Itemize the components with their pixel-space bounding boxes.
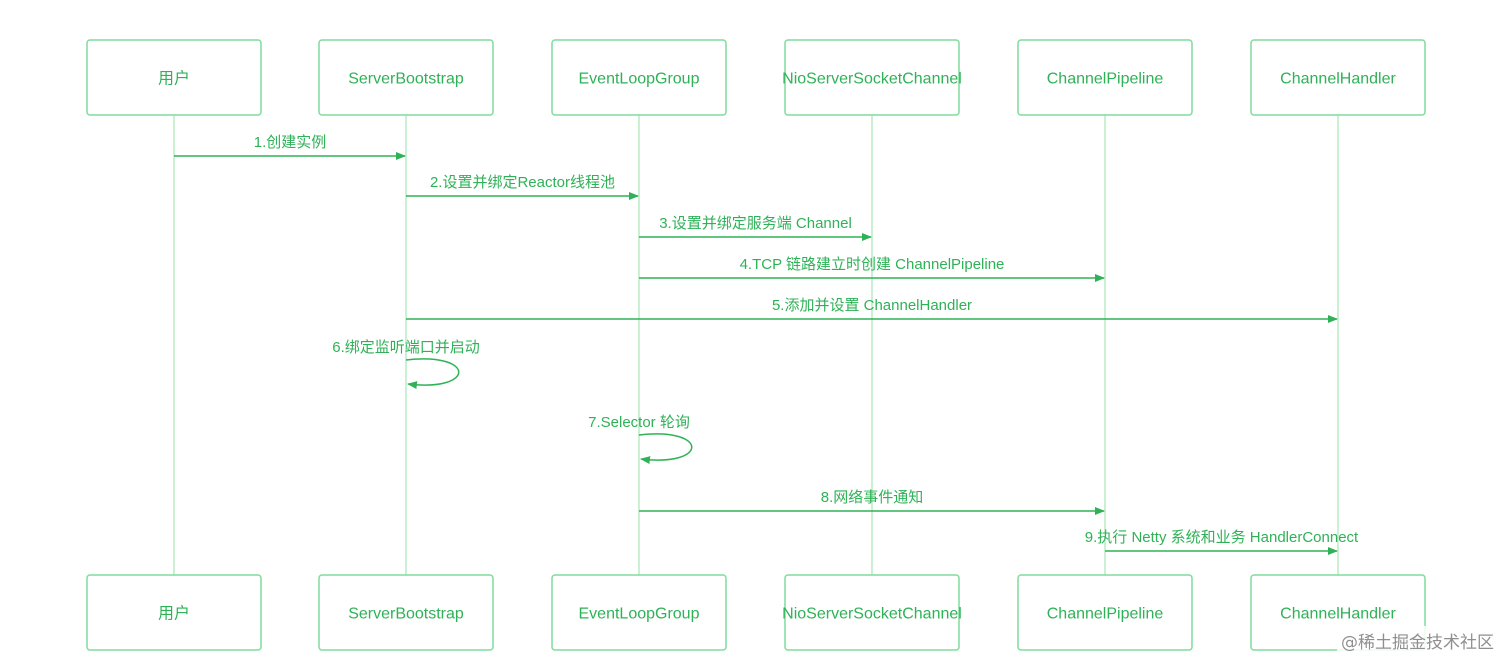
actor-label: NioServerSocketChannel — [782, 606, 962, 623]
actor-box-top-niochannel: NioServerSocketChannel — [782, 39, 962, 116]
actor-box-top-bootstrap: ServerBootstrap — [318, 39, 494, 116]
message-8: 8.网络事件通知 — [639, 489, 1105, 515]
actor-label: ServerBootstrap — [348, 606, 464, 623]
actor-box-frame — [318, 574, 494, 651]
message-7: 7.Selector 轮询 — [588, 414, 693, 465]
actor-box-frame — [551, 574, 727, 651]
message-label: 6.绑定监听端口并启动 — [332, 339, 480, 356]
actor-label: ChannelPipeline — [1047, 71, 1164, 88]
actor-box-frame — [1017, 574, 1193, 651]
actor-label: NioServerSocketChannel — [782, 71, 962, 88]
actor-box-bottom-pipeline: ChannelPipeline — [1017, 574, 1193, 651]
message-label: 7.Selector 轮询 — [588, 414, 690, 431]
actor-box-bottom-bootstrap: ServerBootstrap — [318, 574, 494, 651]
bottom-actor-row: 用户 ServerBootstrap EventLoopGroup NioServer… — [86, 574, 1426, 651]
message-label: 4.TCP 链路建立时创建 ChannelPipeline — [740, 256, 1005, 273]
actor-box-frame — [784, 574, 960, 651]
messages: 1.创建实例 2.设置并绑定Reactor线程池 3.设置并绑定服务端 Channe… — [174, 134, 1359, 555]
actor-label: EventLoopGroup — [579, 71, 700, 88]
message-label: 2.设置并绑定Reactor线程池 — [430, 174, 615, 191]
actor-box-frame — [318, 39, 494, 116]
actor-box-top-eventloop: EventLoopGroup — [551, 39, 727, 116]
actor-box-frame — [551, 39, 727, 116]
actor-box-frame — [1017, 39, 1193, 116]
actor-label: 用户 — [158, 605, 190, 623]
actor-label: ChannelPipeline — [1047, 606, 1164, 623]
message-label: 9.执行 Netty 系统和业务 HandlerConnect — [1085, 529, 1359, 546]
actor-box-frame — [784, 39, 960, 116]
actor-box-bottom-user: 用户 — [86, 574, 262, 651]
self-call-arrow — [405, 358, 460, 390]
message-label: 5.添加并设置 ChannelHandler — [772, 297, 972, 314]
actor-label: EventLoopGroup — [579, 606, 700, 623]
actor-label: ServerBootstrap — [348, 71, 464, 88]
message-9: 9.执行 Netty 系统和业务 HandlerConnect — [1085, 529, 1359, 555]
actor-box-top-user: 用户 — [86, 39, 262, 116]
actor-box-bottom-eventloop: EventLoopGroup — [551, 574, 727, 651]
actor-box-frame — [86, 574, 262, 651]
actor-box-top-pipeline: ChannelPipeline — [1017, 39, 1193, 116]
message-1: 1.创建实例 — [174, 134, 406, 160]
top-actor-row: 用户 ServerBootstrap EventLoopGroup NioServer… — [86, 39, 1426, 116]
lifelines — [173, 115, 1339, 575]
actor-label: ChannelHandler — [1280, 71, 1396, 88]
message-label: 3.设置并绑定服务端 Channel — [659, 215, 852, 232]
self-call-arrow — [638, 433, 693, 465]
message-3: 3.设置并绑定服务端 Channel — [639, 215, 872, 241]
actor-label: ChannelHandler — [1280, 606, 1396, 623]
actor-box-frame — [86, 39, 262, 116]
message-4: 4.TCP 链路建立时创建 ChannelPipeline — [639, 256, 1105, 282]
actor-box-bottom-niochannel: NioServerSocketChannel — [782, 574, 962, 651]
message-label: 1.创建实例 — [254, 134, 327, 151]
message-5: 5.添加并设置 ChannelHandler — [406, 297, 1338, 323]
actor-box-top-handler: ChannelHandler — [1250, 39, 1426, 116]
message-label: 8.网络事件通知 — [821, 489, 924, 506]
actor-label: 用户 — [158, 70, 190, 88]
message-2: 2.设置并绑定Reactor线程池 — [406, 174, 639, 200]
actor-box-frame — [1250, 39, 1426, 116]
watermark: @稀土掘金技术社区 — [1337, 626, 1498, 655]
message-6: 6.绑定监听端口并启动 — [332, 339, 480, 390]
